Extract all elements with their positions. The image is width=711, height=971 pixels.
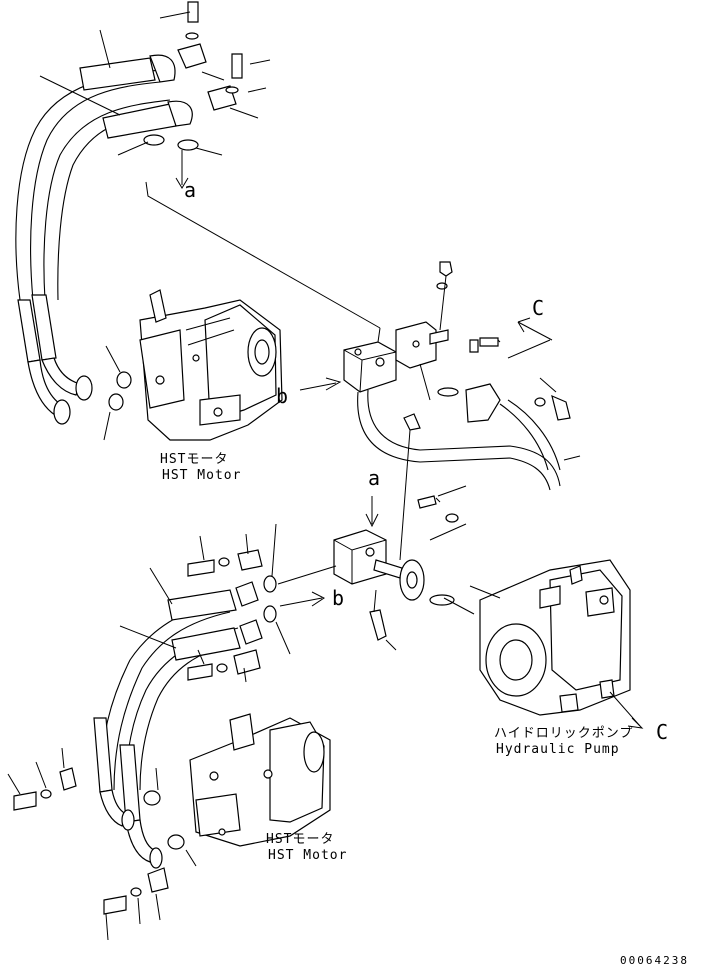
reference-c-top: C: [532, 296, 545, 320]
left-hose-fittings: [17, 294, 132, 441]
hst-motor-top-caption-en: HST Motor: [162, 468, 242, 483]
lower-hose-assembly: [7, 523, 337, 941]
top-hose-assembly: [15, 1, 271, 301]
hydraulic-pump: [469, 559, 644, 729]
hydraulic-pump-caption-en: Hydraulic Pump: [496, 742, 620, 757]
hst-motor-bottom-caption-jp: HSTモータ: [266, 832, 335, 847]
top-pipe: [357, 339, 581, 561]
manifold-block-mid: [333, 485, 475, 651]
hst-motor-top-caption-jp: HSTモータ: [160, 452, 229, 467]
reference-c-right: C: [656, 720, 669, 744]
drawing-code: 00064238: [620, 954, 689, 967]
reference-arrows: [299, 317, 553, 528]
reference-a-top: a: [184, 178, 197, 202]
hydraulic-pump-caption-jp: ハイドロリックポンプ: [494, 726, 634, 741]
reference-b-left: b: [276, 384, 289, 408]
hst-motor-top: [139, 289, 283, 441]
reference-b-mid: b: [332, 586, 345, 610]
hst-motor-bottom-caption-en: HST Motor: [268, 848, 348, 863]
manifold-block-top: [145, 181, 501, 393]
hst-motor-bottom: [143, 713, 331, 867]
reference-a-mid: a: [368, 466, 381, 490]
